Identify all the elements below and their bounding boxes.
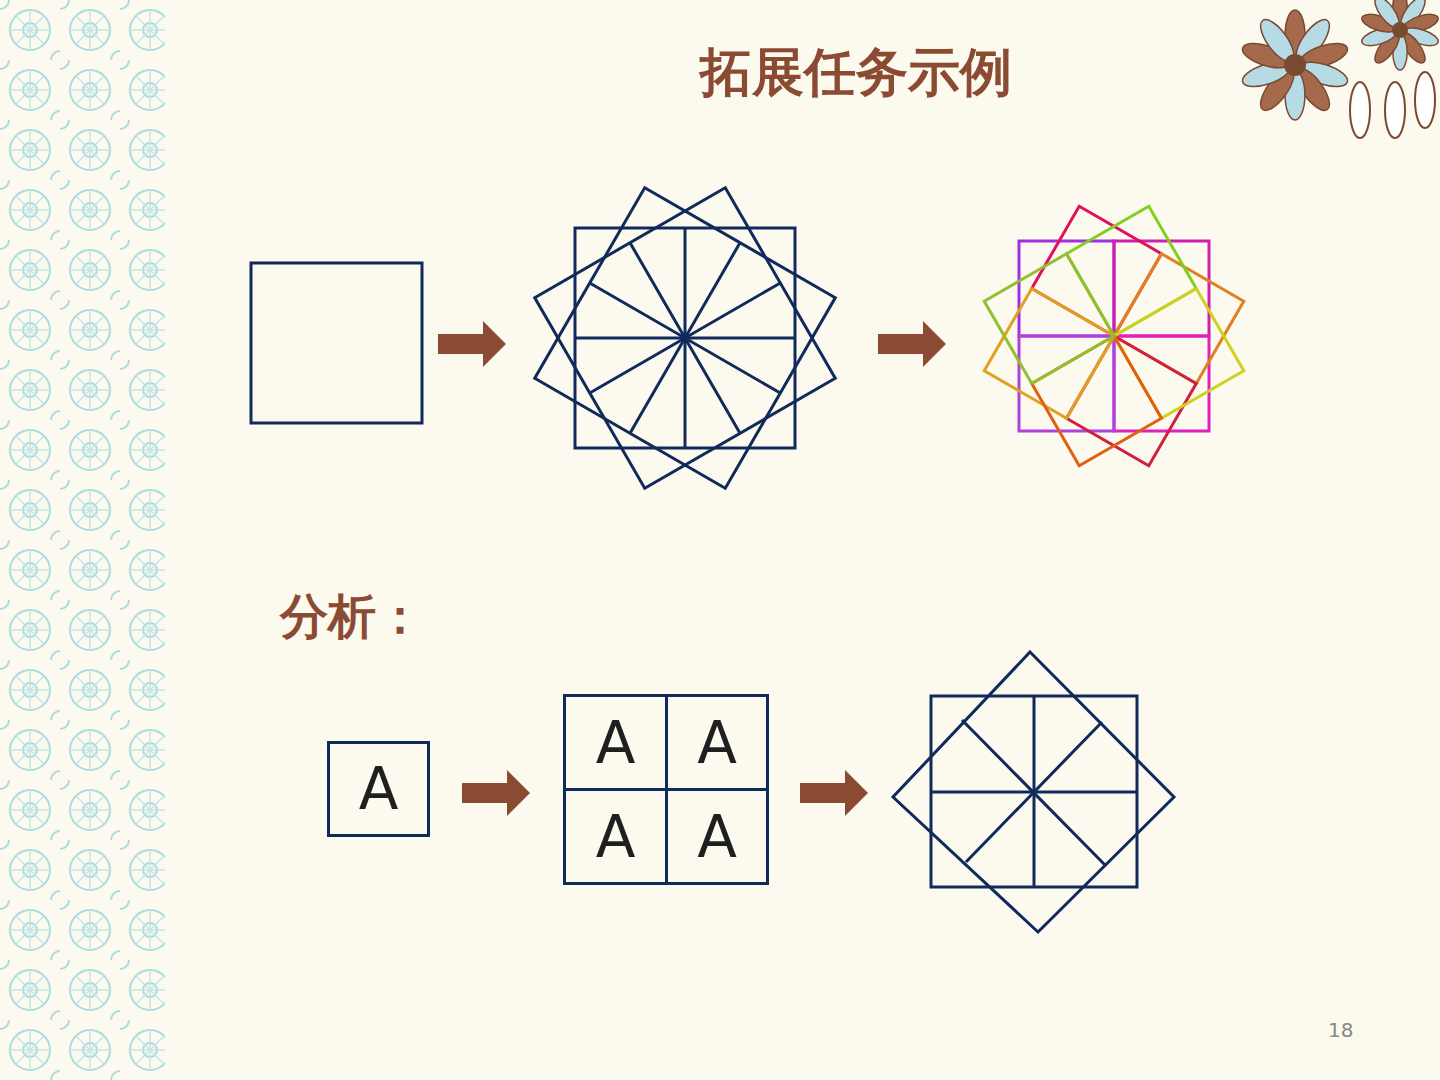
- cell-letter: A: [359, 760, 399, 818]
- letter-square: A: [327, 741, 430, 837]
- figures: [251, 188, 1244, 932]
- letter-square: A: [665, 694, 769, 791]
- slide-title: 拓展任务示例: [700, 38, 1012, 108]
- cell-letter: A: [697, 808, 737, 866]
- letter-square: A: [665, 788, 769, 885]
- block-arrow: [800, 770, 868, 816]
- floral-border: [0, 0, 165, 1080]
- section-label: 分析：: [280, 585, 424, 649]
- page-number: 18: [1328, 1018, 1353, 1042]
- letter-square: A: [563, 788, 668, 885]
- cell-letter: A: [596, 808, 636, 866]
- cell-letter: A: [596, 714, 636, 772]
- cell-letter: A: [697, 714, 737, 772]
- letter-square: A: [563, 694, 668, 791]
- block-arrow: [462, 770, 530, 816]
- block-arrow: [438, 321, 506, 367]
- block-arrow: [878, 321, 946, 367]
- corner-flower: [1240, 0, 1440, 138]
